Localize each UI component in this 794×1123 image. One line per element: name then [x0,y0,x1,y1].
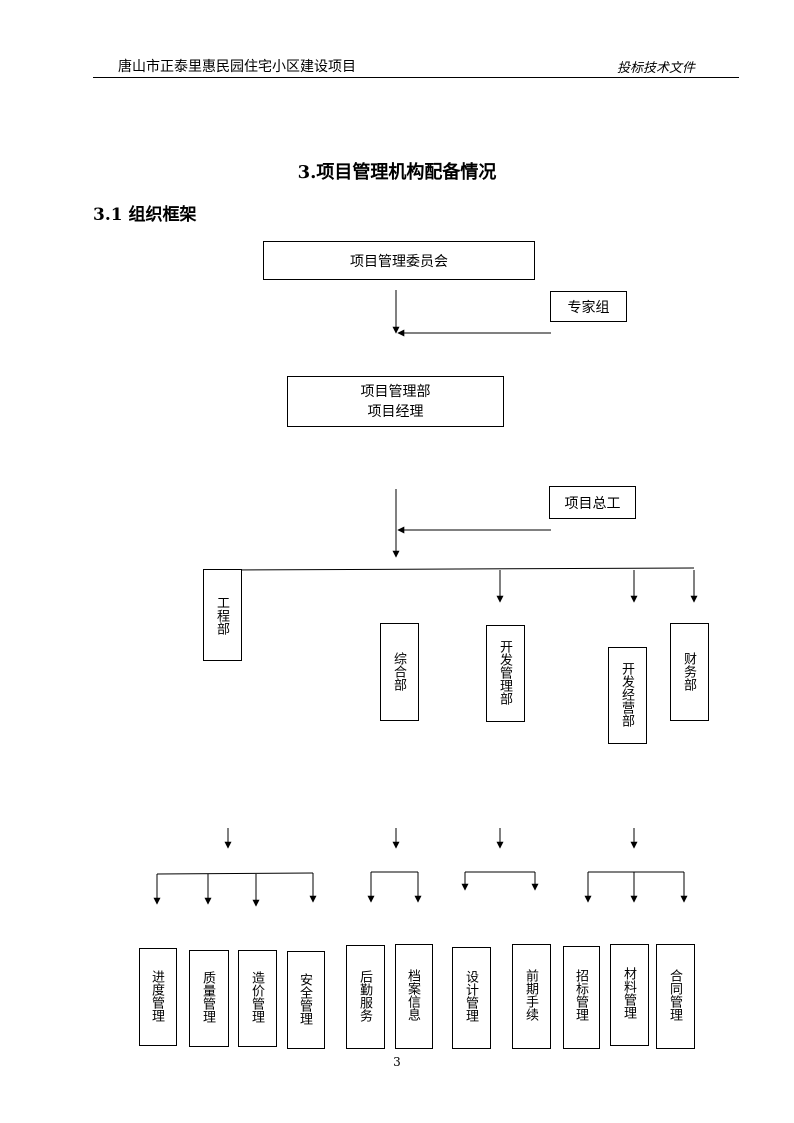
header-divider [93,77,739,78]
function-label: 材料管理 [621,967,636,1019]
function-box: 档案信息 [395,944,433,1049]
function-box: 设计管理 [452,947,491,1049]
function-box: 进度管理 [139,948,177,1046]
chief-engineer-box: 项目总工 [549,486,636,519]
page-number: 3 [393,1055,401,1069]
function-label: 合同管理 [667,969,682,1021]
dept-label: 财务部 [681,652,696,691]
project-dept-box: 项目管理部 项目经理 [287,376,504,427]
dept-label: 综合部 [391,652,406,691]
function-box: 质量管理 [189,950,229,1047]
function-box: 造价管理 [238,950,277,1047]
dept-box-engineering: 工程部 [203,569,242,661]
function-label: 安全管理 [297,973,312,1025]
function-label: 设计管理 [463,970,478,1022]
function-label: 档案信息 [405,969,420,1021]
header-doc-type: 投标技术文件 [617,61,696,76]
function-box: 材料管理 [610,944,649,1046]
committee-box: 项目管理委员会 [263,241,535,280]
expert-group-box: 专家组 [550,291,627,322]
function-box: 招标管理 [563,946,600,1049]
function-label: 前期手续 [523,969,538,1021]
dept-label: 工程部 [214,596,229,635]
dept-box-dev-operations: 开发经营部 [608,647,647,744]
function-label: 后勤服务 [357,970,372,1022]
dept-box-dev-management: 开发管理部 [486,625,525,722]
dept-label: 开发管理部 [497,640,512,705]
committee-label: 项目管理委员会 [350,253,448,270]
function-label: 质量管理 [200,971,215,1023]
dept-box-finance: 财务部 [670,623,709,721]
header-project-name: 唐山市正泰里惠民园住宅小区建设项目 [118,59,356,75]
dept-box-general: 综合部 [380,623,419,721]
project-dept-label: 项目管理部 [360,383,431,400]
chief-engineer-label: 项目总工 [564,495,621,512]
project-manager-label: 项目经理 [367,403,424,420]
function-box: 安全管理 [287,951,325,1049]
subsection-title: 3.1 组织框架 [93,205,197,225]
function-box: 前期手续 [512,944,551,1049]
expert-group-label: 专家组 [567,299,610,316]
dept-label: 开发经营部 [619,662,634,727]
function-label: 进度管理 [149,970,164,1022]
function-label: 招标管理 [573,969,588,1021]
function-label: 造价管理 [249,971,264,1023]
section-title: 3.项目管理机构配备情况 [297,162,497,183]
function-box: 合同管理 [656,944,695,1049]
function-box: 后勤服务 [346,945,385,1049]
